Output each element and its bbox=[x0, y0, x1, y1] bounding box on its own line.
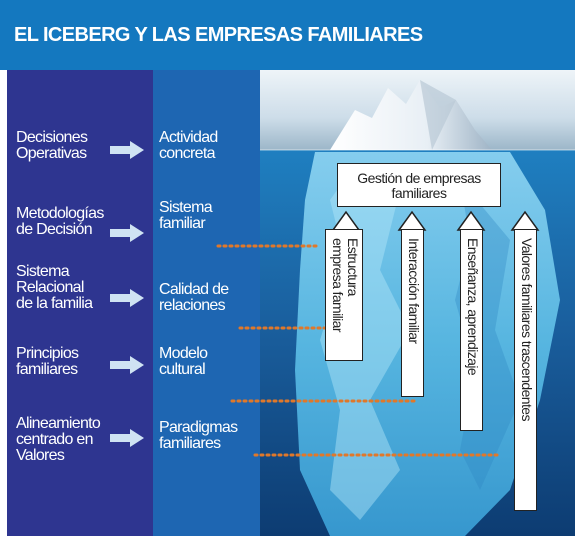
diagram-title: EL ICEBERG Y LAS EMPRESAS FAMILIARES bbox=[14, 24, 423, 46]
vertical-bar-valores: Valores familiares trascendentes bbox=[514, 229, 537, 511]
vertical-label-valores: Valores familiares trascendentes bbox=[519, 238, 535, 421]
up-arrow-head-icon bbox=[456, 210, 486, 231]
arrow-right-icon bbox=[110, 356, 144, 374]
arrow-right-icon bbox=[110, 141, 144, 159]
vertical-bar-ensenanza: Enseñanza, aprendizaje bbox=[460, 229, 483, 431]
up-arrow-head-icon bbox=[510, 210, 540, 231]
vertical-bar-interaccion: Interacción familiar bbox=[401, 229, 424, 397]
middle-column bbox=[153, 70, 260, 536]
arrow-right-icon bbox=[110, 429, 144, 447]
vertical-label-ensenanza: Enseñanza, aprendizaje bbox=[465, 238, 481, 376]
up-arrow-head-icon bbox=[397, 210, 427, 231]
arrow-right-icon bbox=[110, 224, 144, 242]
vertical-label-interaccion: Interacción familiar bbox=[406, 238, 422, 344]
arrow-right-icon bbox=[110, 289, 144, 307]
header-bar: EL ICEBERG Y LAS EMPRESAS FAMILIARES bbox=[0, 0, 575, 70]
up-arrow-head-icon bbox=[331, 210, 361, 231]
